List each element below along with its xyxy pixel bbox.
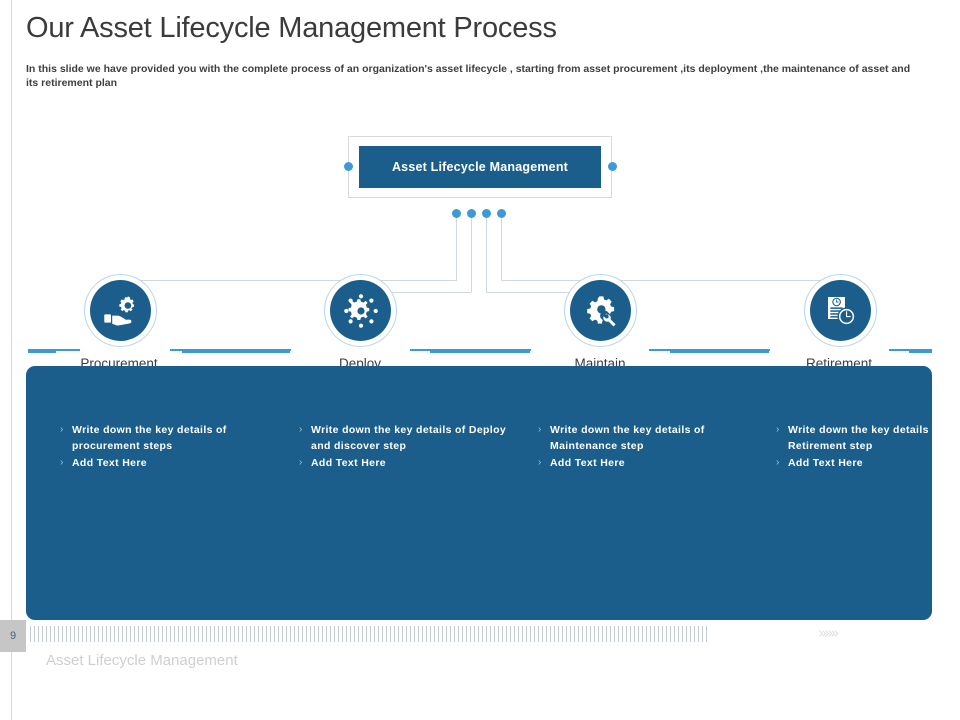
list-item-text: Write down the key details of Deploy and… xyxy=(311,424,507,452)
bullet-marker-icon: › xyxy=(538,424,542,435)
hub-dot-3 xyxy=(482,209,491,218)
content-panel xyxy=(26,366,932,620)
connector-rail-outer-right xyxy=(501,280,840,281)
cog-network-icon xyxy=(343,293,378,328)
hub-dot-2 xyxy=(467,209,476,218)
list-item-text: Write down the key details of Retirement… xyxy=(788,424,943,452)
slide-left-rule xyxy=(11,0,12,720)
list-item[interactable]: › Add Text Here xyxy=(776,455,960,471)
step-bar-maintain xyxy=(410,349,531,353)
footer-caption: Asset Lifecycle Management xyxy=(46,652,238,669)
hand-gear-icon xyxy=(103,295,134,326)
hub-dot-1 xyxy=(452,209,461,218)
top-node-box[interactable]: Asset Lifecycle Management xyxy=(359,146,601,188)
step-icon-maintain[interactable] xyxy=(570,280,631,341)
step-bar-procurement xyxy=(28,349,80,353)
connector-rail-outer-left xyxy=(120,280,457,281)
connector-drop-outer-left xyxy=(456,218,457,280)
bullet-marker-icon: › xyxy=(60,424,64,435)
step-icon-procurement[interactable] xyxy=(90,280,151,341)
bullet-column-deploy: › Write down the key details of Deploy a… xyxy=(299,422,514,472)
step-bar-retirement xyxy=(649,349,770,353)
step-icon-deploy[interactable] xyxy=(330,280,391,341)
connector-rail-inner-left xyxy=(360,292,471,293)
step-bar-trailing xyxy=(889,349,932,353)
list-item[interactable]: › Add Text Here xyxy=(60,455,275,471)
page-subtitle: In this slide we have provided you with … xyxy=(26,63,911,89)
document-clock-icon xyxy=(827,296,855,325)
hub-dot-4 xyxy=(497,209,506,218)
bullet-marker-icon: › xyxy=(776,457,780,468)
list-item-text: Add Text Here xyxy=(72,457,147,469)
step-icon-retirement[interactable] xyxy=(810,280,871,341)
list-item-text: Add Text Here xyxy=(788,457,863,469)
page-number-text: 9 xyxy=(9,630,17,642)
list-item-text: Write down the key details of Maintenanc… xyxy=(550,424,705,452)
bullet-marker-icon: › xyxy=(60,457,64,468)
list-item[interactable]: › Write down the key details of Deploy a… xyxy=(299,422,514,454)
list-item[interactable]: › Write down the key details of Retireme… xyxy=(776,422,960,454)
list-item[interactable]: › Add Text Here xyxy=(538,455,753,471)
list-item-text: Write down the key details of procuremen… xyxy=(72,424,227,452)
page-title: Our Asset Lifecycle Management Process xyxy=(26,12,557,44)
list-item[interactable]: › Write down the key details of procurem… xyxy=(60,422,275,454)
bullet-column-maintain: › Write down the key details of Maintena… xyxy=(538,422,753,472)
list-item-text: Add Text Here xyxy=(550,457,625,469)
list-item[interactable]: › Write down the key details of Maintena… xyxy=(538,422,753,454)
top-node-left-dot xyxy=(344,162,353,171)
connector-drop-inner-left xyxy=(471,218,472,292)
bullet-marker-icon: › xyxy=(538,457,542,468)
bullet-column-retirement: › Write down the key details of Retireme… xyxy=(776,422,960,472)
top-node-label: Asset Lifecycle Management xyxy=(391,160,569,174)
bullet-marker-icon: › xyxy=(299,457,303,468)
list-item-text: Add Text Here xyxy=(311,457,386,469)
connector-drop-outer-right xyxy=(501,218,502,280)
chevrons-right-icon: »»» xyxy=(818,624,839,642)
bullet-marker-icon: › xyxy=(299,424,303,435)
top-node-right-dot xyxy=(608,162,617,171)
step-bar-deploy xyxy=(170,349,291,353)
connector-rail-inner-right xyxy=(486,292,600,293)
connector-hub-dots xyxy=(452,209,508,221)
list-item[interactable]: › Add Text Here xyxy=(299,455,514,471)
gear-wrench-icon xyxy=(586,295,616,326)
footer-stripe-bar xyxy=(30,626,710,642)
bullet-column-procurement: › Write down the key details of procurem… xyxy=(60,422,275,472)
connector-drop-inner-right xyxy=(486,218,487,292)
page-number-badge: 9 xyxy=(0,620,26,652)
bullet-marker-icon: › xyxy=(776,424,780,435)
